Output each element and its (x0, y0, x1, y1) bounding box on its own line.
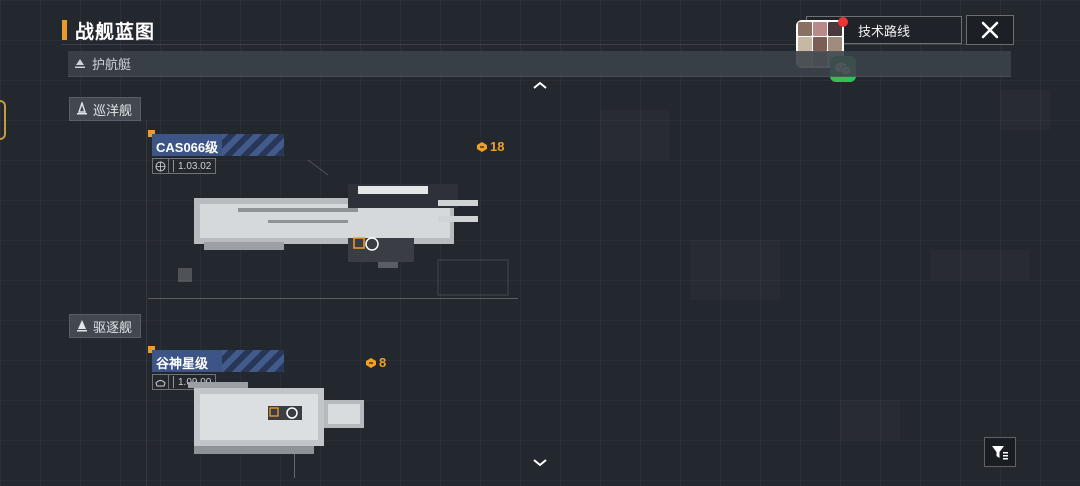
ship-cost: 18 (476, 139, 504, 154)
chevron-up-icon[interactable] (530, 78, 550, 92)
section-tag-destroyer[interactable]: 驱逐舰 (69, 314, 142, 338)
ship-meta-value: 1.03.02 (178, 160, 212, 172)
ship-marker (148, 130, 155, 137)
page-header: 战舰蓝图 (62, 18, 156, 43)
ship-marker (148, 346, 155, 353)
close-icon (981, 21, 999, 39)
side-tab-handle[interactable] (0, 100, 6, 140)
ship-cost-value: 18 (490, 139, 505, 154)
ship-blueprint-image (148, 159, 518, 299)
category-label: 护航艇 (92, 57, 132, 72)
filter-icon (992, 446, 1008, 460)
cost-icon (366, 357, 376, 368)
close-button[interactable] (966, 15, 1014, 45)
notification-dot (838, 17, 848, 27)
title-accent (62, 20, 67, 40)
ship-class-icon (75, 58, 85, 68)
ship-name: CAS066级 (156, 140, 219, 155)
section-label: 驱逐舰 (93, 319, 133, 335)
globe-icon (153, 159, 169, 173)
ship-card-ceres[interactable]: 谷神星级 1.09.00 8 (148, 346, 528, 486)
ship-class-icon (77, 320, 87, 332)
section-tag-cruiser[interactable]: 巡洋舰 (69, 97, 142, 121)
page-title: 战舰蓝图 (75, 21, 156, 43)
filter-button[interactable] (984, 437, 1016, 467)
ship-cost: 8 (365, 355, 386, 370)
section-label: 巡洋舰 (93, 102, 133, 118)
ship-meta: 1.03.02 (152, 158, 217, 174)
ship-blueprint-image (188, 382, 364, 478)
ship-card-cas066[interactable]: CAS066级 1.03.02 18 (148, 130, 528, 300)
ship-type-icon (153, 375, 169, 389)
ship-cost-value: 8 (379, 355, 387, 370)
ship-class-icon (77, 102, 87, 115)
cost-icon (477, 141, 487, 152)
tech-route-label: 技术路线 (857, 23, 910, 39)
category-bar[interactable]: 护航艇 (68, 51, 1011, 77)
ship-name-bar (152, 350, 284, 372)
chevron-down-icon[interactable] (530, 456, 550, 470)
section-guide-line (146, 120, 147, 486)
ship-name-bar (152, 134, 284, 156)
header-divider (62, 44, 1012, 45)
ship-name: 谷神星级 (156, 356, 209, 371)
